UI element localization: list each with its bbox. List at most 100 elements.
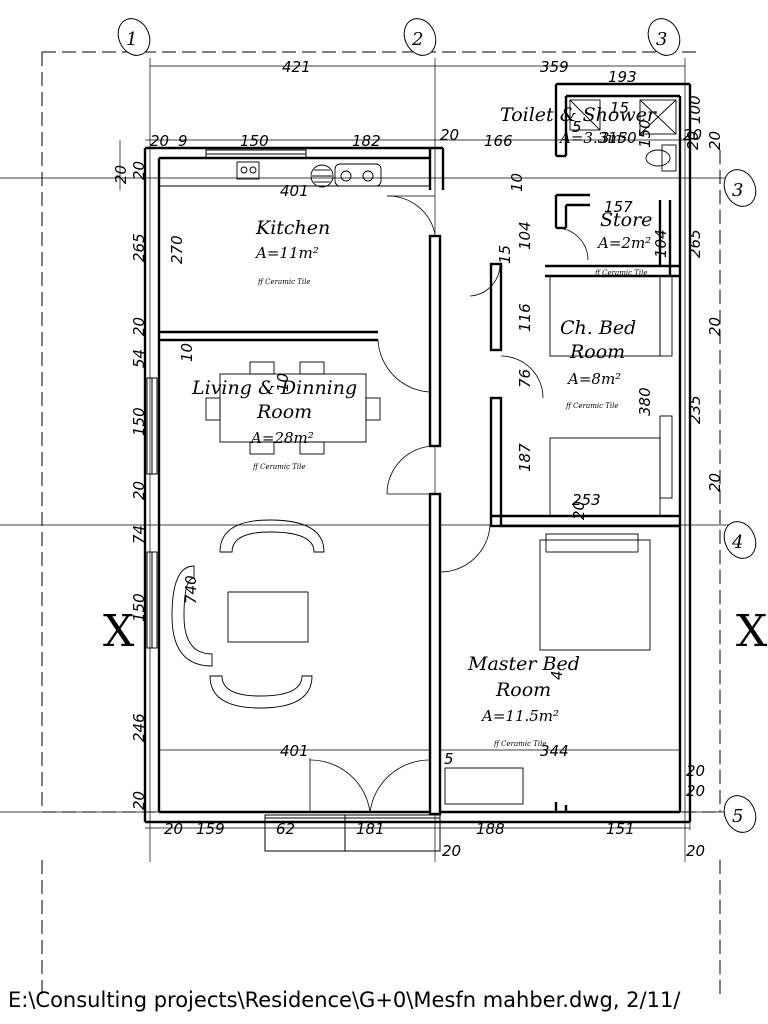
dim-child-20: 20 xyxy=(570,501,588,520)
dim-toilet-5: 5 xyxy=(572,118,582,136)
dim-kitchen-270: 270 xyxy=(168,235,186,264)
dim-bottom-20b: 20 xyxy=(686,782,705,800)
room-area-living: A=28m² xyxy=(249,429,314,447)
room-name-child-bed-2: Room xyxy=(569,341,625,363)
dim-child-187: 187 xyxy=(516,443,534,472)
section-mark-right: X xyxy=(736,606,768,657)
dim-right-20a: 20 xyxy=(706,317,724,336)
room-finish-master-bed: ff Ceramic Tile xyxy=(493,740,547,748)
room-name-kitchen: Kitchen xyxy=(255,217,330,239)
dim-base-20c: 20 xyxy=(686,842,705,860)
dim-left-74: 74 xyxy=(130,525,148,544)
dim-living-10: 10 xyxy=(274,373,292,392)
grid-lines xyxy=(0,58,740,862)
dim-base-159: 159 xyxy=(196,820,225,838)
dim-bottom-5: 5 xyxy=(444,750,454,768)
dimension-labels: 421 359 193 20 9 150 182 20 166 150 20 4… xyxy=(150,58,705,860)
furniture xyxy=(159,99,677,805)
room-area-master-bed: A=11.5m² xyxy=(480,707,559,725)
dim-left-150: 150 xyxy=(130,407,148,436)
dim-left-150b: 150 xyxy=(130,593,148,622)
room-name-store: Store xyxy=(600,209,652,231)
dim-base-20: 20 xyxy=(164,820,183,838)
dim-right-235: 235 xyxy=(686,395,704,424)
room-finish-child-bed: ff Ceramic Tile xyxy=(565,402,619,410)
dim-row-166: 166 xyxy=(484,132,513,150)
dim-row-9: 9 xyxy=(178,132,188,150)
room-name-toilet: Toilet & Shower xyxy=(500,104,658,126)
room-area-child-bed: A=8m² xyxy=(566,370,621,388)
dim-bottom-401: 401 xyxy=(280,742,309,760)
dim-row-150: 150 xyxy=(240,132,269,150)
dim-left-20d: 20 xyxy=(130,481,148,500)
dim-bottom-20a: 20 xyxy=(686,762,705,780)
dim-row-150b: 150 xyxy=(608,129,637,147)
grid-marker-2: 2 xyxy=(411,29,423,50)
room-name-master-bed-1: Master Bed xyxy=(467,653,580,675)
dim-master-4: 4 xyxy=(548,670,566,680)
dim-base-188: 188 xyxy=(476,820,505,838)
dim-toilet-150: 150 xyxy=(636,119,654,148)
grid-marker-3-side: 3 xyxy=(732,180,743,201)
room-finish-living: ff Ceramic Tile xyxy=(252,463,306,471)
dim-right-265: 265 xyxy=(686,229,704,258)
dim-toilet-3: 3 xyxy=(600,129,610,147)
dim-left-20c: 20 xyxy=(130,317,148,336)
room-area-toilet: A=3.3m² xyxy=(558,129,628,147)
dim-toilet-20: 20 xyxy=(684,131,702,150)
dim-left-246: 246 xyxy=(130,713,148,742)
dim-store-104a: 104 xyxy=(516,221,534,250)
dim-base-151: 151 xyxy=(606,820,635,838)
room-finish-store: ff Ceramic Tile xyxy=(594,269,648,277)
dim-top-359: 359 xyxy=(540,58,569,76)
dim-store-104b: 104 xyxy=(652,229,670,258)
room-finish-kitchen: ff Ceramic Tile xyxy=(257,278,311,286)
room-name-master-bed-2: Room xyxy=(495,679,551,701)
dim-row-182: 182 xyxy=(352,132,381,150)
dim-left-20e: 20 xyxy=(130,791,148,810)
dim-base-62: 62 xyxy=(276,820,295,838)
grid-marker-3: 3 xyxy=(656,29,667,50)
dim-left-265: 265 xyxy=(130,233,148,262)
dim-left-20a: 20 xyxy=(112,165,130,184)
room-name-living-1: Living & Dinning xyxy=(191,377,357,399)
grid-marker-1: 1 xyxy=(126,29,137,50)
dim-kitchen-401: 401 xyxy=(280,182,309,200)
walls xyxy=(143,82,692,824)
dim-child-380: 380 xyxy=(636,387,654,416)
dim-right-100: 100 xyxy=(686,95,704,124)
dim-store-10: 10 xyxy=(508,173,526,192)
grid-marker-5: 5 xyxy=(732,806,743,827)
dim-right-20b: 20 xyxy=(706,473,724,492)
room-area-store: A=2m² xyxy=(596,234,651,252)
dim-store-157: 157 xyxy=(604,198,633,216)
dim-left-54: 54 xyxy=(130,349,148,368)
windows xyxy=(146,149,441,852)
grid-marker-4: 4 xyxy=(731,532,743,553)
dim-row-20c: 20 xyxy=(683,126,702,144)
dim-bottom-344: 344 xyxy=(540,742,569,760)
dim-toilet-15: 15 xyxy=(610,99,629,117)
doors xyxy=(309,195,589,813)
section-mark-left: X xyxy=(103,606,135,657)
dim-top-193: 193 xyxy=(608,68,637,86)
dim-kitchen-10: 10 xyxy=(178,343,196,362)
room-name-child-bed-1: Ch. Bed xyxy=(560,317,636,339)
dim-child-76: 76 xyxy=(516,369,534,388)
room-name-living-2: Room xyxy=(256,401,312,423)
dim-top-421: 421 xyxy=(282,58,311,76)
dim-row-20a: 20 xyxy=(150,132,169,150)
dim-child-116: 116 xyxy=(516,303,534,332)
grid-marker-bubbles xyxy=(117,18,757,833)
dim-store-15: 15 xyxy=(496,245,514,264)
dim-base-181: 181 xyxy=(356,820,385,838)
dim-child-253: 253 xyxy=(572,491,601,509)
dim-row-20b: 20 xyxy=(440,126,459,144)
dim-right-20r: 20 xyxy=(706,131,724,150)
file-path-footer: E:\Consulting projects\Residence\G+0\Mes… xyxy=(8,988,681,1012)
dim-living-740: 740 xyxy=(182,575,200,604)
room-area-kitchen: A=11m² xyxy=(254,244,319,262)
dim-left-20b: 20 xyxy=(130,161,148,180)
dim-base-20b: 20 xyxy=(442,842,461,860)
